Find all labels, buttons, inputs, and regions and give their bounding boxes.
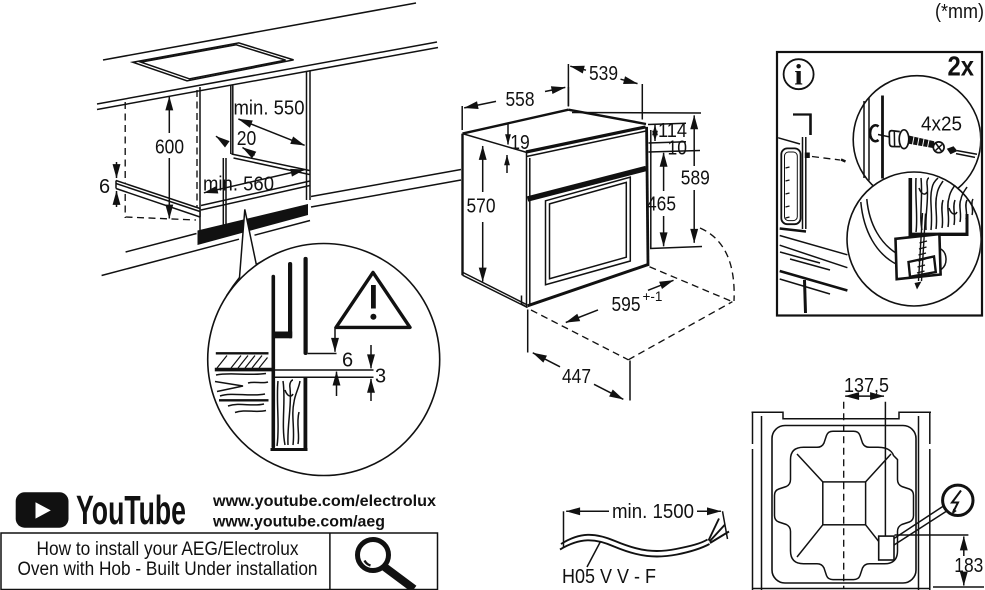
svg-text:www.youtube.com/electrolux: www.youtube.com/electrolux — [212, 493, 436, 510]
svg-text:447: 447 — [562, 366, 591, 388]
svg-text:6: 6 — [99, 176, 110, 198]
svg-text:10: 10 — [668, 138, 688, 160]
svg-text:min. 1500: min. 1500 — [612, 501, 694, 523]
svg-text:183: 183 — [954, 555, 983, 577]
svg-text:114: 114 — [658, 120, 687, 142]
svg-text:(*mm): (*mm) — [935, 1, 984, 23]
svg-text:+-1: +-1 — [643, 289, 663, 304]
svg-text:Oven with Hob - Built Under in: Oven with Hob - Built Under installation — [18, 559, 318, 580]
svg-text:www.youtube.com/aeg: www.youtube.com/aeg — [212, 514, 385, 531]
svg-text:i: i — [794, 59, 802, 92]
svg-text:465: 465 — [647, 194, 676, 216]
svg-text:589: 589 — [681, 168, 710, 190]
svg-text:595: 595 — [612, 294, 641, 316]
svg-text:min. 550: min. 550 — [234, 98, 305, 120]
svg-text:3: 3 — [375, 366, 386, 388]
svg-text:6: 6 — [342, 350, 353, 372]
svg-text:600: 600 — [155, 137, 184, 159]
svg-text:19: 19 — [510, 132, 530, 154]
svg-text:20: 20 — [237, 128, 257, 150]
svg-text:H05 V V - F: H05 V V - F — [562, 566, 656, 588]
svg-text:570: 570 — [467, 196, 496, 218]
svg-text:137,5: 137,5 — [844, 375, 889, 397]
svg-text:558: 558 — [506, 89, 535, 111]
svg-text:2x: 2x — [948, 51, 975, 82]
svg-text:539: 539 — [589, 63, 618, 85]
svg-text:How to install your AEG/Electr: How to install your AEG/Electrolux — [37, 539, 299, 560]
svg-text:4x25: 4x25 — [921, 114, 962, 136]
svg-text:YouTube: YouTube — [76, 487, 186, 533]
